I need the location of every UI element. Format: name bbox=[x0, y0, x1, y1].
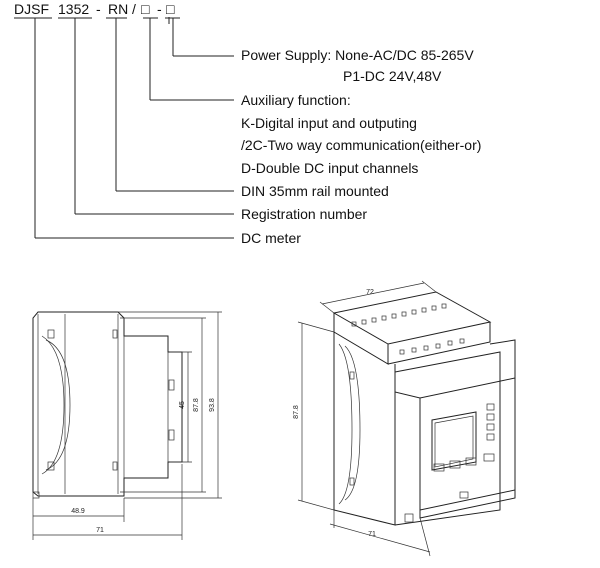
dim-iso-71-label: 71 bbox=[368, 531, 376, 538]
iso-base bbox=[419, 490, 516, 519]
legend-aux-d: D-Double DC input channels bbox=[241, 160, 418, 176]
side-latch-bottom-r bbox=[112, 461, 118, 471]
side-dimensions: 45 87.8 93.8 48.9 71 bbox=[32, 311, 222, 540]
code-slash: / bbox=[132, 1, 136, 17]
terminal bbox=[447, 340, 453, 346]
legend-registration: Registration number bbox=[241, 206, 367, 222]
dim-iso-71-line bbox=[329, 523, 431, 553]
terminal bbox=[399, 349, 405, 355]
side-tab-top bbox=[168, 379, 175, 391]
code-suffix: RN bbox=[108, 1, 128, 17]
side-clip-curve-inner bbox=[41, 335, 65, 475]
side-latch-bottom bbox=[47, 461, 55, 471]
iso-button-2 bbox=[449, 460, 461, 469]
iso-button-1 bbox=[433, 463, 445, 472]
iso-top-face bbox=[332, 291, 492, 345]
terminal bbox=[435, 343, 441, 349]
terminal bbox=[411, 347, 417, 353]
side-latch-top bbox=[47, 329, 55, 339]
iso-foot bbox=[404, 513, 414, 523]
iso-led-3 bbox=[486, 423, 495, 431]
legend-aux: Auxiliary function: bbox=[241, 92, 351, 108]
iso-left-face bbox=[333, 332, 396, 526]
code-box2: □ bbox=[166, 1, 175, 17]
terminal bbox=[421, 307, 427, 313]
iso-top-side bbox=[387, 322, 491, 365]
iso-top-front bbox=[333, 313, 389, 365]
legend-aux-k: K-Digital input and outputing bbox=[241, 115, 417, 131]
terminal bbox=[411, 309, 417, 315]
legend-din-rail: DIN 35mm rail mounted bbox=[241, 183, 389, 199]
dim-iso-878-label: 87.8 bbox=[293, 405, 300, 419]
code-number: 1352 bbox=[58, 1, 89, 17]
dim-iso-878-ext-bot bbox=[297, 499, 335, 511]
iso-front-upper bbox=[394, 351, 501, 526]
iso-latch-top bbox=[349, 371, 355, 380]
iso-terminals bbox=[351, 303, 465, 355]
iso-led-1 bbox=[486, 403, 495, 411]
iso-clip-curve-inner bbox=[338, 343, 353, 505]
legend-dc-meter: DC meter bbox=[241, 230, 301, 246]
dim-iso-878-ext-top bbox=[297, 321, 335, 333]
code-sep2: - bbox=[157, 1, 162, 17]
iso-step bbox=[394, 339, 516, 399]
terminal bbox=[381, 315, 387, 321]
terminal bbox=[423, 345, 429, 351]
legend-power-p1: P1-DC 24V,48V bbox=[343, 68, 442, 84]
iso-front-face bbox=[419, 378, 516, 511]
side-foot bbox=[32, 491, 40, 499]
dim-72-line bbox=[321, 282, 425, 305]
dim-72-ext-right bbox=[421, 280, 437, 293]
dim-878-label: 87.8 bbox=[193, 398, 200, 412]
terminal bbox=[371, 317, 377, 323]
dim-938-label: 93.8 bbox=[209, 398, 216, 412]
iso-view bbox=[332, 291, 516, 526]
iso-foot-2 bbox=[459, 491, 469, 499]
dim-72-label: 72 bbox=[366, 289, 374, 296]
terminal bbox=[351, 321, 357, 327]
iso-lcd-inner bbox=[434, 415, 474, 468]
code-sep1: - bbox=[96, 1, 101, 17]
iso-button-3 bbox=[465, 457, 477, 466]
iso-dimensions: 72 87.8 71 bbox=[293, 280, 437, 557]
legend-power-supply: Power Supply: None-AC/DC 85-265V bbox=[241, 47, 474, 63]
dim-71-label: 71 bbox=[96, 527, 104, 534]
iso-led-4 bbox=[486, 433, 495, 441]
model-code: DJSF 1352 - RN / □ - □ bbox=[14, 1, 175, 17]
iso-led-2 bbox=[486, 413, 495, 421]
leader-lines bbox=[14, 17, 234, 239]
terminal bbox=[441, 303, 447, 309]
iso-latch-bottom bbox=[349, 477, 355, 486]
iso-button-4 bbox=[483, 453, 495, 462]
iso-clip-curve bbox=[344, 345, 361, 501]
dim-45-label: 45 bbox=[179, 401, 186, 409]
terminal bbox=[391, 313, 397, 319]
side-latch-top-r bbox=[112, 329, 118, 339]
side-view bbox=[32, 311, 183, 499]
legend-aux-2c: /2C-Two way communication(either-or) bbox=[241, 137, 481, 153]
terminal bbox=[459, 338, 465, 344]
legend: Power Supply: None-AC/DC 85-265V P1-DC 2… bbox=[241, 47, 481, 246]
dim-489-label: 48.9 bbox=[71, 508, 85, 515]
dim-iso-71-ext-right bbox=[419, 517, 431, 557]
terminal bbox=[361, 319, 367, 325]
side-tab-bottom bbox=[168, 429, 175, 441]
terminal bbox=[431, 305, 437, 311]
side-outline bbox=[32, 311, 183, 497]
terminal bbox=[401, 311, 407, 317]
code-prefix: DJSF bbox=[14, 1, 49, 17]
code-box1: □ bbox=[141, 1, 150, 17]
side-clip-curve bbox=[45, 339, 71, 471]
